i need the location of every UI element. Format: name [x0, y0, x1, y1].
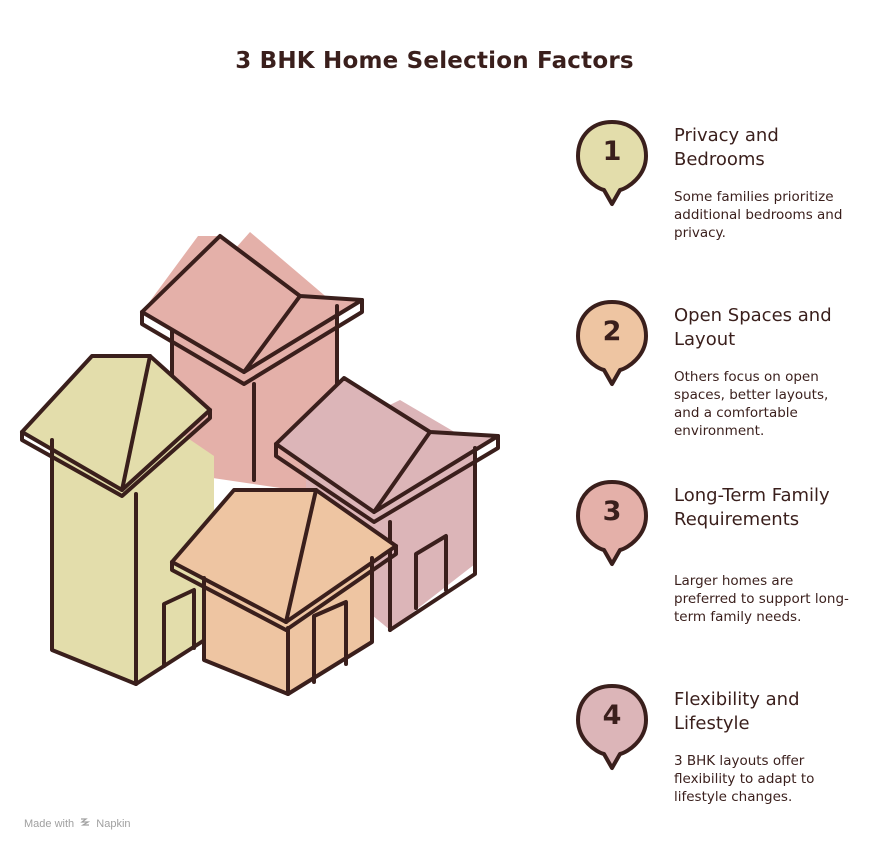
factor-title: Long-Term Family Requirements [674, 485, 830, 530]
page-title: 3 BHK Home Selection Factors [235, 48, 634, 74]
factor-description: 3 BHK layouts offer flexibility to adapt… [674, 753, 815, 805]
factor-4: 4 Flexibility and Lifestyle 3 BHK layout… [574, 682, 864, 852]
factor-description: Larger homes are preferred to support lo… [674, 573, 849, 625]
peach-house [170, 488, 398, 696]
factor-title: Privacy and Bedrooms [674, 125, 779, 170]
factor-title: Open Spaces and Layout [674, 305, 832, 350]
factor-description: Some families prioritize additional bedr… [674, 189, 843, 241]
map-pin-icon-1: 1 [574, 118, 650, 214]
made-with-label: Made with [24, 818, 75, 830]
factor-title: Flexibility and Lifestyle [674, 689, 800, 734]
map-pin-icon-4: 4 [574, 682, 650, 778]
factor-description: Others focus on open spaces, better layo… [674, 369, 829, 439]
factor-number: 1 [602, 136, 622, 167]
factor-3: 3 Long-Term Family Requirements Larger h… [574, 478, 864, 648]
factor-number: 3 [602, 496, 622, 527]
map-pin-icon-2: 2 [574, 298, 650, 394]
factor-number: 2 [602, 316, 622, 347]
napkin-logo-icon [80, 817, 91, 830]
napkin-brand: Napkin [96, 818, 131, 830]
factor-2: 2 Open Spaces and Layout Others focus on… [574, 298, 864, 468]
map-pin-icon-3: 3 [574, 478, 650, 574]
olive-house [20, 354, 216, 686]
factor-number: 4 [602, 700, 622, 731]
houses-illustration [20, 232, 500, 696]
made-with-footer: Made with Napkin [24, 817, 131, 830]
factor-1: 1 Privacy and Bedrooms Some families pri… [574, 118, 864, 288]
